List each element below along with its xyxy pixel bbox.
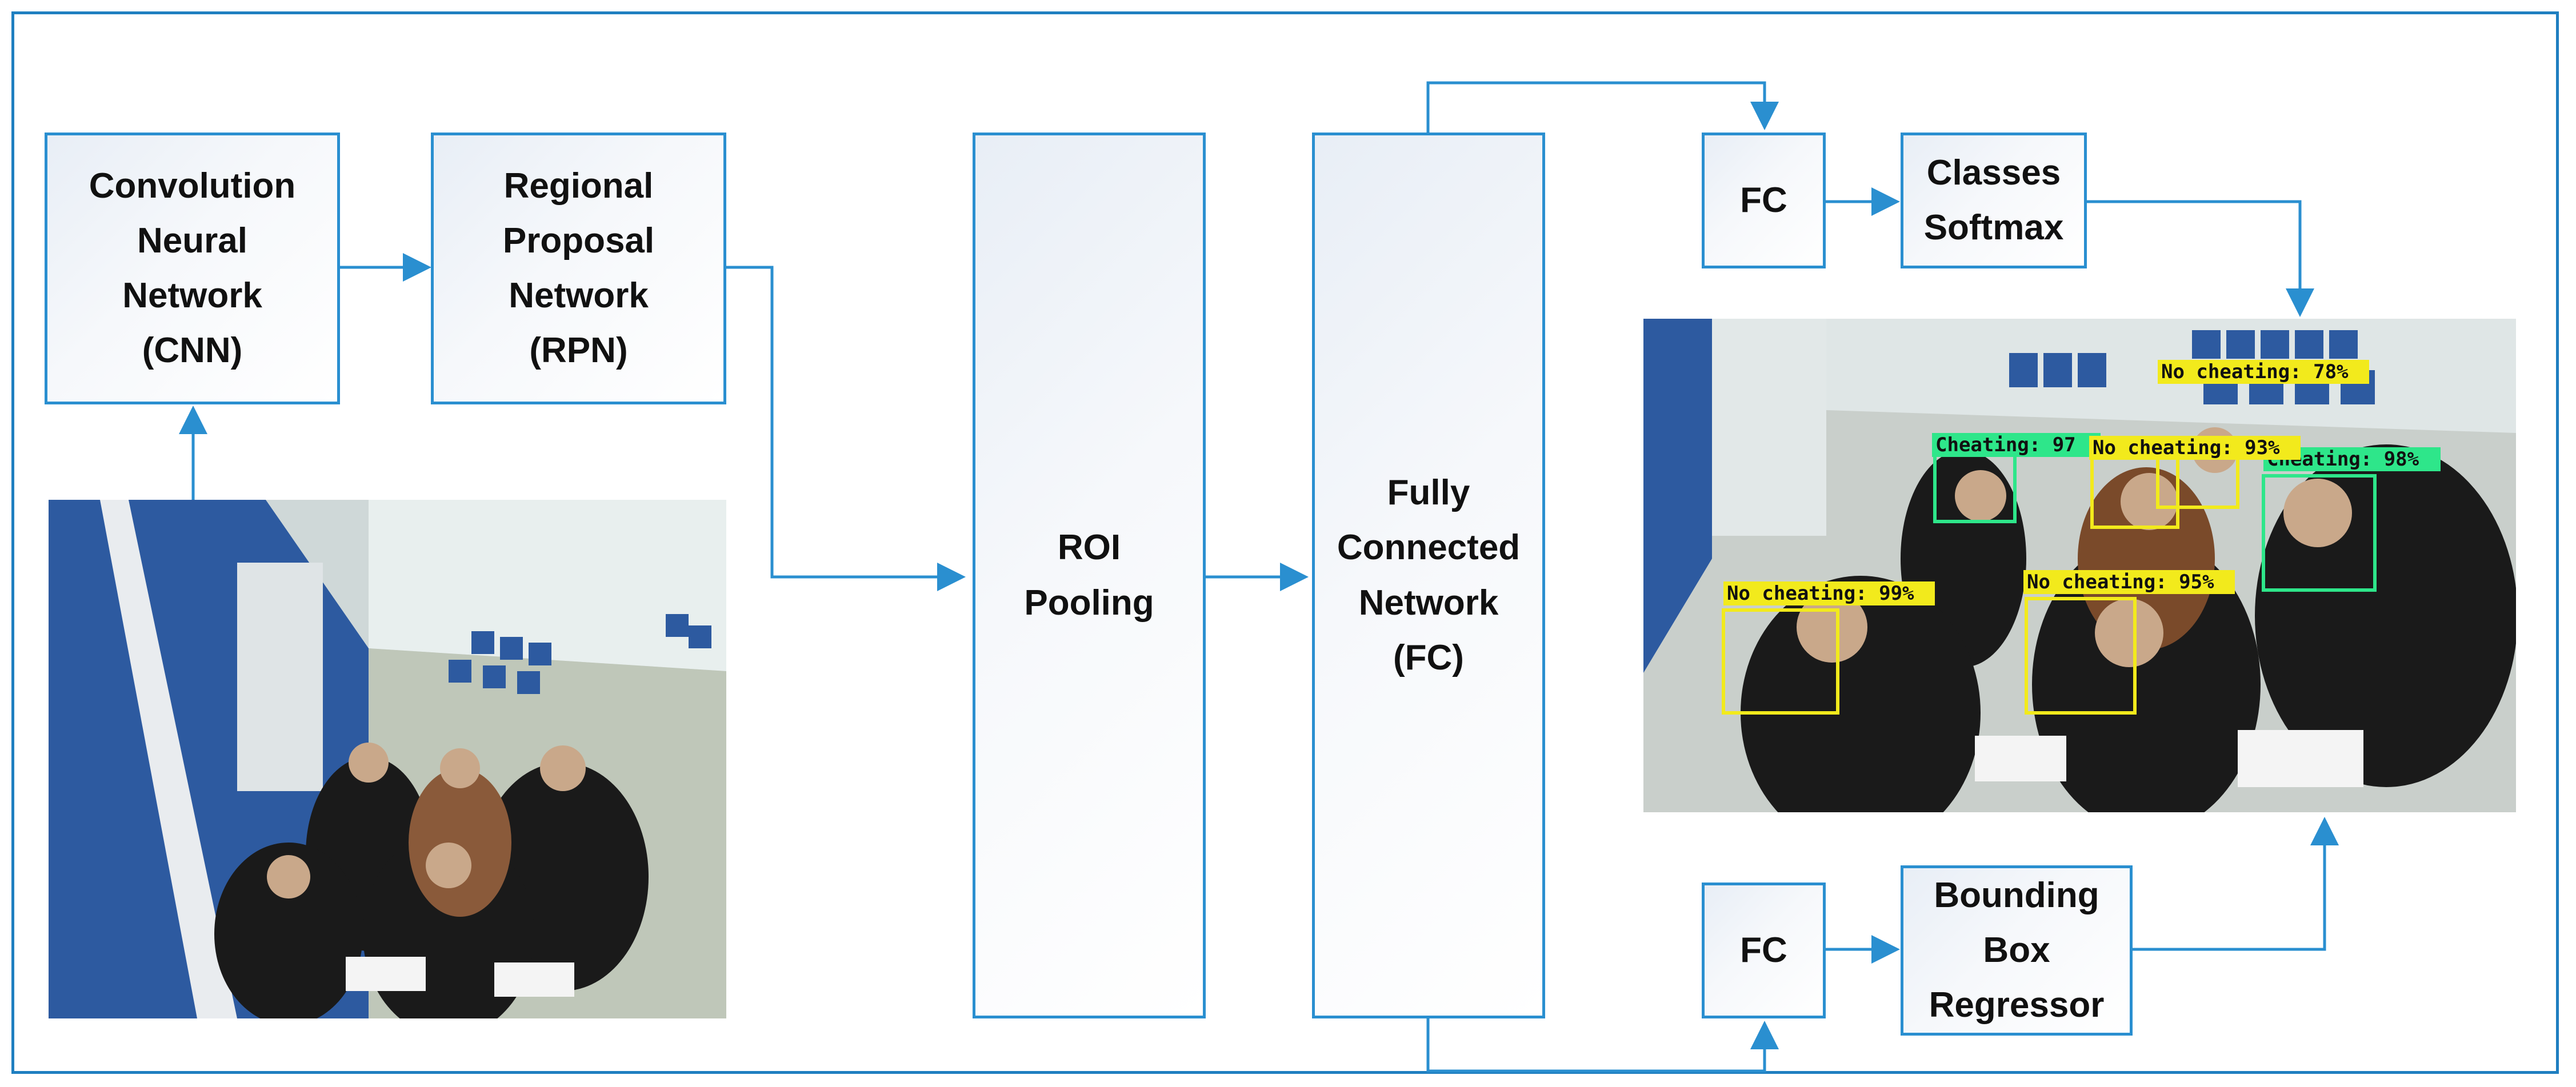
fc-bottom-box: FC bbox=[1702, 883, 1826, 1018]
roi-pooling-box: ROI Pooling bbox=[973, 133, 1206, 1018]
arrow-fc-to-fc-top bbox=[1426, 81, 1779, 133]
fully-connected-network-box: Fully Connected Network (FC) bbox=[1312, 133, 1545, 1018]
rpn-label: Regional Proposal Network (RPN) bbox=[502, 166, 655, 371]
fc-bottom-label: FC bbox=[1740, 930, 1787, 970]
cnn-box: Convolution Neural Network (CNN) bbox=[45, 133, 340, 404]
fc-top-label: FC bbox=[1740, 180, 1787, 220]
classes-softmax-label: Classes Softmax bbox=[1923, 153, 2064, 247]
fully-connected-network-label: Fully Connected Network (FC) bbox=[1337, 473, 1521, 677]
arrow-softmax-to-output bbox=[2087, 200, 2314, 317]
input-classroom-image bbox=[49, 500, 726, 1018]
detection-label: No cheating: 93% bbox=[2093, 436, 2280, 459]
classes-softmax-box: Classes Softmax bbox=[1901, 133, 2087, 268]
arrow-fc-to-fc-bottom bbox=[1426, 1018, 1779, 1073]
arrow-bbox-to-output bbox=[2133, 817, 2339, 951]
roi-pooling-label: ROI Pooling bbox=[1024, 528, 1154, 623]
detection-label: Cheating: 97 bbox=[1935, 434, 2076, 456]
detection-label: No cheating: 78% bbox=[2161, 360, 2349, 383]
detection-label: No cheating: 95% bbox=[2027, 571, 2214, 593]
detection-label: No cheating: 99% bbox=[1727, 582, 1914, 605]
arrow-rpn-to-roi bbox=[726, 266, 966, 591]
diagram-frame bbox=[11, 11, 2559, 1074]
bounding-box-regressor-label: Bounding Box Regressor bbox=[1929, 875, 2105, 1025]
cnn-label: Convolution Neural Network (CNN) bbox=[89, 166, 296, 371]
rpn-box: Regional Proposal Network (RPN) bbox=[431, 133, 726, 404]
fc-top-box: FC bbox=[1702, 133, 1826, 268]
output-detection-image: No cheating: 78% Cheating: 97 Cheating: … bbox=[1643, 319, 2516, 812]
bounding-box-regressor-box: Bounding Box Regressor bbox=[1901, 865, 2133, 1036]
